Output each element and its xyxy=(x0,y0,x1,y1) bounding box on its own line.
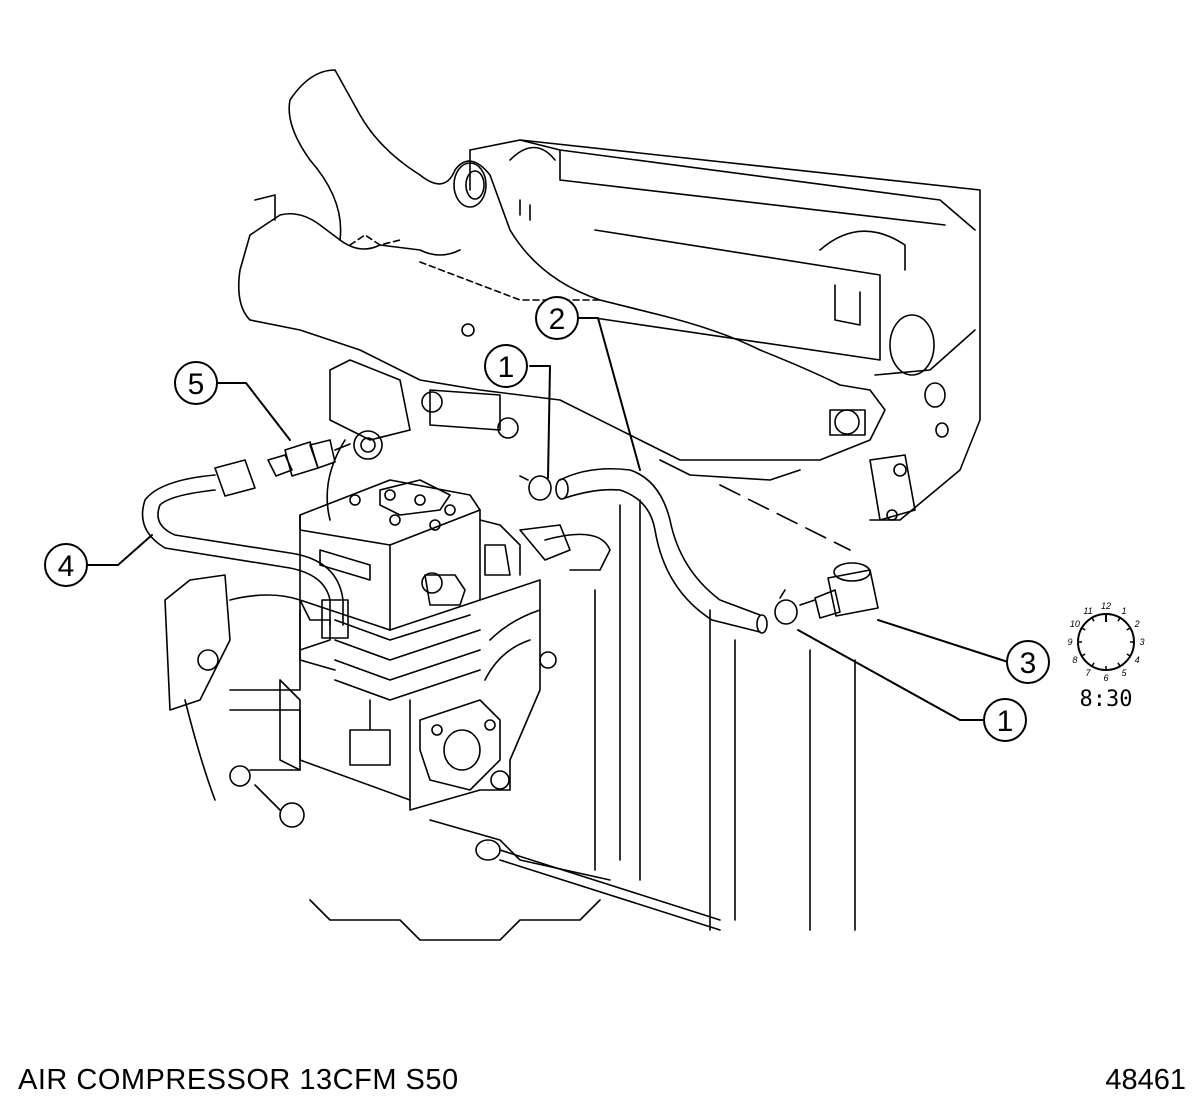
leader-lines xyxy=(87,317,1009,721)
air-compressor xyxy=(279,479,611,811)
part-1-hose-clamp-lower xyxy=(774,589,798,625)
clock-tick xyxy=(1081,627,1086,631)
clock-tick xyxy=(1126,627,1131,631)
clock-number: 3 xyxy=(1139,637,1144,647)
clock-tick xyxy=(1081,653,1086,657)
clock-number: 4 xyxy=(1135,655,1140,665)
svg-text:5: 5 xyxy=(188,368,205,401)
svg-text:4: 4 xyxy=(58,550,75,583)
callout-3: 3 xyxy=(1006,640,1050,684)
clock-tick xyxy=(1117,662,1121,667)
svg-text:3: 3 xyxy=(1020,647,1037,680)
drawing-number: 48461 xyxy=(1105,1064,1186,1096)
clock-number: 6 xyxy=(1103,673,1108,683)
part-4-pipe xyxy=(141,459,349,639)
engine-lower-left xyxy=(164,359,721,941)
clock-tick xyxy=(1126,653,1131,657)
part-5-connector-fitting xyxy=(267,439,351,477)
clock-number: 12 xyxy=(1101,601,1111,611)
clock-number: 9 xyxy=(1067,637,1072,647)
svg-text:1: 1 xyxy=(997,705,1014,738)
part-2-hose xyxy=(555,467,768,634)
clock-number: 7 xyxy=(1085,668,1091,678)
clock-number: 5 xyxy=(1121,668,1127,678)
callout-4: 4 xyxy=(44,543,88,587)
exhaust-manifold xyxy=(237,69,886,481)
clock-tick xyxy=(1117,617,1121,622)
clock-number: 8 xyxy=(1072,655,1077,665)
callout-1-lower: 1 xyxy=(983,698,1027,742)
clock-tick xyxy=(1091,662,1095,667)
svg-text:2: 2 xyxy=(549,303,566,336)
clock-number: 1 xyxy=(1121,606,1126,616)
callout-5: 5 xyxy=(174,361,218,405)
clock-number: 2 xyxy=(1134,619,1140,629)
assembly-line xyxy=(719,484,851,551)
callout-1-upper: 1 xyxy=(484,344,528,388)
diagram-caption: AIR COMPRESSOR 13CFM S50 xyxy=(18,1064,459,1096)
clock-number: 10 xyxy=(1070,619,1080,629)
part-1-hose-clamp-upper xyxy=(519,475,552,501)
svg-text:1: 1 xyxy=(498,351,515,384)
clock-number: 11 xyxy=(1083,606,1092,616)
clock-time: 8:30 xyxy=(1080,687,1133,712)
part-3-elbow-fitting xyxy=(799,562,879,619)
clock-tick xyxy=(1091,617,1095,622)
engine-block xyxy=(469,139,981,931)
callout-2: 2 xyxy=(535,296,579,340)
